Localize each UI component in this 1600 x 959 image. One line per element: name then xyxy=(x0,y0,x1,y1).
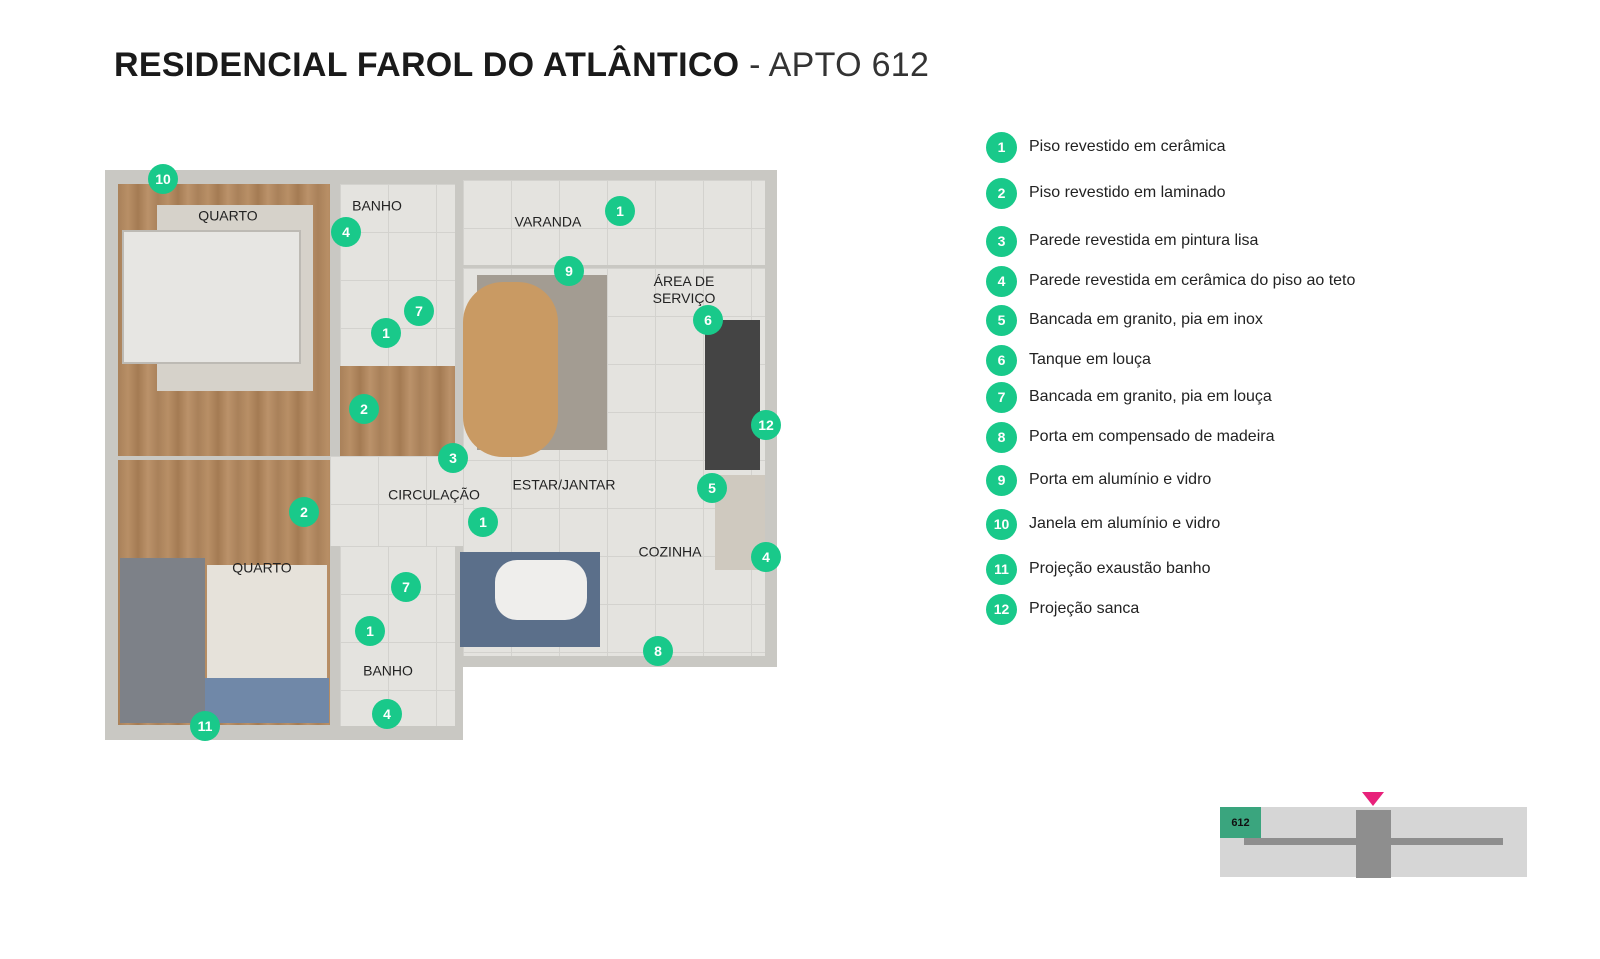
plan-marker: 7 xyxy=(404,296,434,326)
legend-item: 8 Porta em compensado de madeira xyxy=(986,421,1274,453)
legend-text: Piso revestido em cerâmica xyxy=(1029,138,1226,155)
legend-item: 7 Bancada em granito, pia em louça xyxy=(986,381,1272,413)
legend-marker: 9 xyxy=(986,464,1017,496)
legend-text: Bancada em granito, pia em louça xyxy=(1029,388,1272,405)
rug-2 xyxy=(207,565,327,680)
key-plan-unit-612: 612 xyxy=(1220,807,1261,838)
plan-marker: 2 xyxy=(349,394,379,424)
plan-marker: 4 xyxy=(372,699,402,729)
plan-marker: 10 xyxy=(148,164,178,194)
plan-marker: 8 xyxy=(643,636,673,666)
legend-text: Janela em alumínio e vidro xyxy=(1029,515,1221,532)
room-label-quarto: QUARTO xyxy=(232,559,292,576)
legend-item: 6 Tanque em louça xyxy=(986,344,1151,376)
title-main: RESIDENCIAL FAROL DO ATLÂNTICO xyxy=(114,46,740,84)
legend-text: Parede revestida em pintura lisa xyxy=(1029,232,1259,249)
legend-text: Parede revestida em cerâmica do piso ao … xyxy=(1029,272,1356,289)
legend-text: Piso revestido em laminado xyxy=(1029,184,1226,201)
desk xyxy=(205,678,329,723)
legend-item: 2 Piso revestido em laminado xyxy=(986,177,1226,209)
legend-marker: 1 xyxy=(986,131,1017,163)
legend-item: 9 Porta em alumínio e vidro xyxy=(986,464,1211,496)
plan-marker: 1 xyxy=(468,507,498,537)
single-bed xyxy=(120,558,205,723)
legend-marker: 12 xyxy=(986,593,1017,625)
location-pointer-icon xyxy=(1362,792,1384,806)
legend-marker: 11 xyxy=(986,553,1017,585)
plan-marker: 4 xyxy=(331,217,361,247)
plan-marker: 1 xyxy=(605,196,635,226)
legend-text: Tanque em louça xyxy=(1029,351,1151,368)
room-label-varanda: VARANDA xyxy=(514,213,582,230)
legend-marker: 2 xyxy=(986,177,1017,209)
plan-marker: 6 xyxy=(693,305,723,335)
dining-table xyxy=(495,560,587,620)
plan-marker: 7 xyxy=(391,572,421,602)
legend-marker: 4 xyxy=(986,265,1017,297)
legend-marker: 10 xyxy=(986,508,1017,540)
legend-item: 1 Piso revestido em cerâmica xyxy=(986,131,1226,163)
legend-item: 3 Parede revestida em pintura lisa xyxy=(986,225,1258,257)
plan-marker: 4 xyxy=(751,542,781,572)
legend-item: 10 Janela em alumínio e vidro xyxy=(986,508,1220,540)
legend-text: Porta em compensado de madeira xyxy=(1029,428,1275,445)
plan-marker: 12 xyxy=(751,410,781,440)
room-label-line: ÁREA DE xyxy=(653,273,715,289)
room-label-circulacao: CIRCULAÇÃO xyxy=(388,486,480,503)
plan-marker: 11 xyxy=(190,711,220,741)
key-plan-core xyxy=(1356,810,1391,878)
stove-washer xyxy=(705,320,760,470)
room-label-estar-jantar: ESTAR/JANTAR xyxy=(512,476,616,493)
legend-marker: 5 xyxy=(986,304,1017,336)
room-label-line: SERVIÇO xyxy=(652,290,716,306)
plan-marker: 2 xyxy=(289,497,319,527)
room-label-quarto: QUARTO xyxy=(198,207,258,224)
legend-marker: 3 xyxy=(986,225,1017,257)
legend-item: 11 Projeção exaustão banho xyxy=(986,553,1210,585)
sofa xyxy=(463,282,558,457)
legend-marker: 8 xyxy=(986,421,1017,453)
legend-item: 5 Bancada em granito, pia em inox xyxy=(986,304,1263,336)
plan-marker: 9 xyxy=(554,256,584,286)
plan-marker: 3 xyxy=(438,443,468,473)
plan-marker: 1 xyxy=(371,318,401,348)
legend-text: Porta em alumínio e vidro xyxy=(1029,471,1212,488)
double-bed xyxy=(122,230,301,364)
plan-marker: 1 xyxy=(355,616,385,646)
room-label-cozinha: COZINHA xyxy=(638,543,702,560)
room-label-banho: BANHO xyxy=(363,662,413,679)
legend-item: 4 Parede revestida em cerâmica do piso ao… xyxy=(986,265,1355,297)
legend-marker: 6 xyxy=(986,344,1017,376)
room-circulacao xyxy=(330,456,463,546)
legend-text: Bancada em granito, pia em inox xyxy=(1029,311,1263,328)
plan-marker: 5 xyxy=(697,473,727,503)
legend-text: Projeção exaustão banho xyxy=(1029,560,1211,577)
page-title: RESIDENCIAL FAROL DO ATLÂNTICO - APTO 61… xyxy=(114,46,929,85)
title-apartment: - APTO 612 xyxy=(749,46,930,84)
legend-marker: 7 xyxy=(986,381,1017,413)
room-label-banho: BANHO xyxy=(352,197,402,214)
legend-text: Projeção sanca xyxy=(1029,600,1140,617)
legend-item: 12 Projeção sanca xyxy=(986,593,1139,625)
